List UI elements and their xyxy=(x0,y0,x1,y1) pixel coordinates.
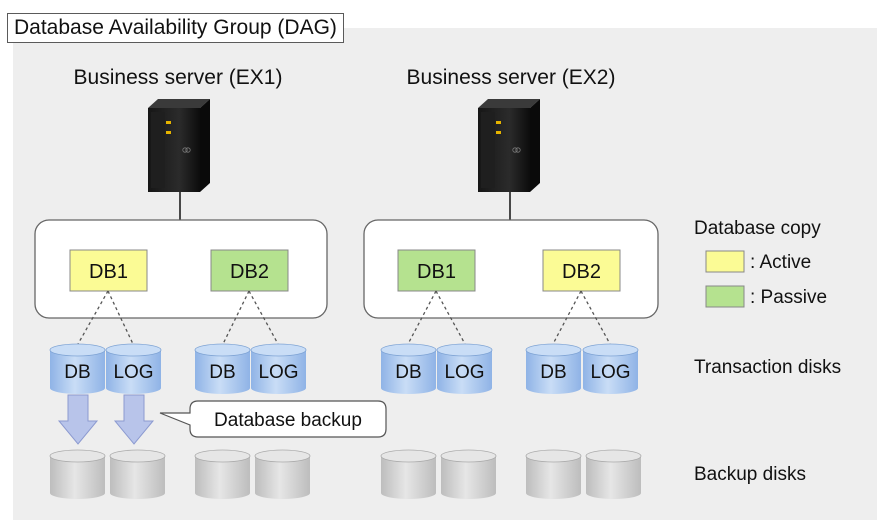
server-tower-icon xyxy=(148,99,210,192)
db2-box-active xyxy=(542,249,621,292)
backup-disk xyxy=(380,449,437,499)
legend: Database copy : Active : Passive xyxy=(694,218,827,308)
svg-text:LOG: LOG xyxy=(590,362,630,383)
backup-arrows xyxy=(57,394,155,445)
svg-text:LOG: LOG xyxy=(258,362,298,383)
legend-swatch-active xyxy=(705,250,745,273)
callout-text: Database backup xyxy=(214,410,362,431)
replication-links xyxy=(77,290,611,345)
legend-title: Database copy xyxy=(694,218,821,239)
database-backup-callout: Database backup xyxy=(159,400,387,438)
disk-db: DB xyxy=(49,343,106,394)
database-panel xyxy=(34,219,328,319)
down-arrow-icon xyxy=(57,394,99,445)
db1-box-active xyxy=(69,249,148,292)
transaction-disks-label: Transaction disks xyxy=(694,357,841,378)
backup-disk xyxy=(585,449,642,499)
server-label: Business server (EX1) xyxy=(74,66,283,89)
diagram-title: Database Availability Group (DAG) xyxy=(7,13,344,43)
backup-disk xyxy=(525,449,582,499)
svg-text:DB: DB xyxy=(540,362,566,383)
disk-db: DB xyxy=(380,343,437,394)
svg-text:DB: DB xyxy=(209,362,235,383)
disk-log: LOG xyxy=(436,343,493,394)
backup-disks xyxy=(49,449,642,499)
legend-passive-label: : Passive xyxy=(750,287,827,308)
disk-log: LOG xyxy=(582,343,639,394)
svg-text:DB: DB xyxy=(395,362,421,383)
legend-active-label: : Active xyxy=(750,252,811,273)
db1-label: DB1 xyxy=(417,261,456,283)
backup-disk xyxy=(49,449,106,499)
server-tower-icon xyxy=(478,99,540,192)
server-label: Business server (EX2) xyxy=(407,66,616,89)
db1-label: DB1 xyxy=(89,261,128,283)
db2-label: DB2 xyxy=(562,261,601,283)
backup-disk xyxy=(254,449,311,499)
svg-text:DB: DB xyxy=(64,362,90,383)
down-arrow-icon xyxy=(113,394,155,445)
server-ex2: Business server (EX2) DB1 DB2 xyxy=(363,66,659,319)
disk-db: DB xyxy=(525,343,582,394)
backup-disks-label: Backup disks xyxy=(694,464,806,485)
disk-log: LOG xyxy=(250,343,307,394)
legend-swatch-passive xyxy=(705,285,745,308)
transaction-disks: DB LOG DB LOG DB xyxy=(49,343,639,394)
disk-db: DB xyxy=(194,343,251,394)
backup-disk xyxy=(194,449,251,499)
svg-text:LOG: LOG xyxy=(113,362,153,383)
svg-text:LOG: LOG xyxy=(444,362,484,383)
disk-log: LOG xyxy=(105,343,162,394)
db2-label: DB2 xyxy=(230,261,269,283)
db1-box-passive xyxy=(397,249,476,292)
backup-disk xyxy=(440,449,497,499)
server-ex1: Business server (EX1) DB1 DB2 xyxy=(34,66,328,319)
backup-disk xyxy=(109,449,166,499)
